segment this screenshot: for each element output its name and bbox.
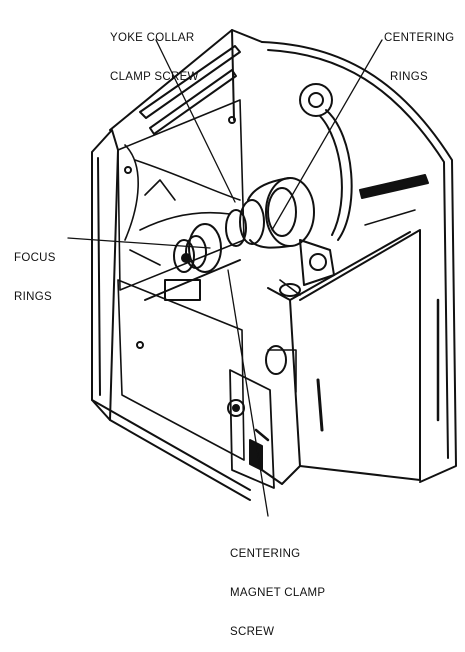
leader-focus-rings: [67, 237, 211, 249]
focus-ring-assembly: [164, 223, 222, 301]
base-panel: [117, 259, 245, 461]
magnet-bracket: [279, 239, 335, 297]
label-centering-rings: CENTERING RINGS: [384, 6, 454, 97]
label-centering-magnet-clamp-screw: CENTERING MAGNET CLAMP SCREW: [230, 522, 325, 652]
yoke-collar-line-1: YOKE COLLAR: [110, 32, 195, 44]
label-yoke-collar-clamp-screw: YOKE COLLAR CLAMP SCREW: [110, 6, 199, 97]
monitor-chassis-drawing: [67, 29, 457, 517]
leader-yoke-collar-clamp-screw: [155, 39, 236, 203]
focus-rings-line-1: FOCUS: [14, 252, 56, 264]
wiring-harness: [124, 144, 241, 266]
magnet-clamp-line-1: CENTERING: [230, 548, 301, 560]
label-focus-rings: FOCUS RINGS: [14, 226, 56, 317]
centering-rings-line-2: RINGS: [390, 71, 428, 83]
anode-cable: [299, 83, 353, 241]
focus-rings-line-2: RINGS: [14, 291, 52, 303]
leader-centering-rings: [271, 39, 383, 231]
leader-lines: [67, 39, 383, 517]
magnet-clamp-line-3: SCREW: [230, 626, 275, 638]
control-bracket: [227, 345, 297, 489]
centering-rings-line-1: CENTERING: [384, 32, 455, 44]
yoke-assembly: [225, 177, 315, 249]
left-side-panel: [91, 99, 251, 501]
rear-panel: [109, 29, 457, 483]
magnet-clamp-line-2: MAGNET CLAMP: [230, 587, 326, 599]
leader-centering-magnet-clamp-screw: [227, 269, 269, 517]
right-front-panel: [261, 229, 421, 485]
yoke-collar-line-2: CLAMP SCREW: [110, 71, 199, 83]
